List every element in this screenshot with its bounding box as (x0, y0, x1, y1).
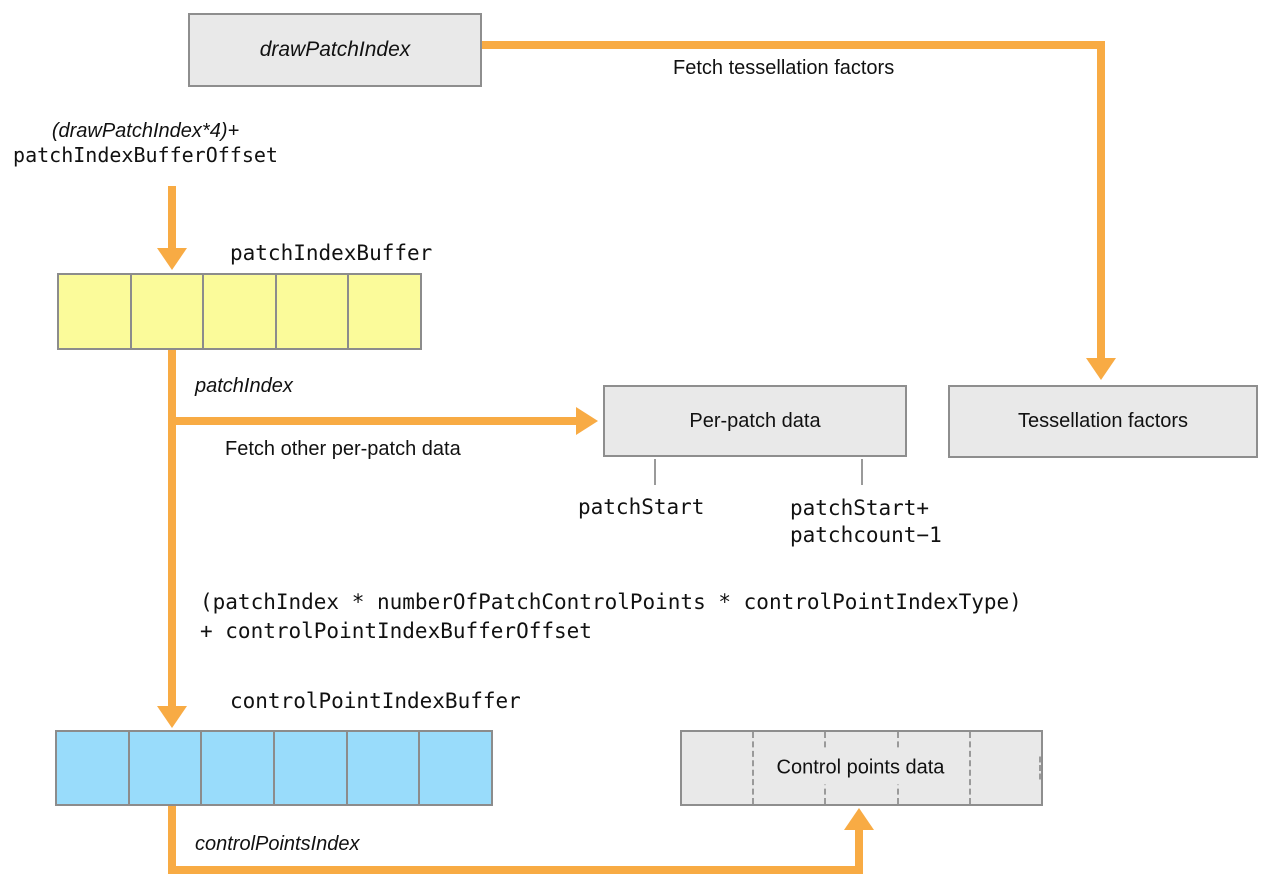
buffer-cell (202, 732, 276, 804)
buffer-cell (275, 732, 348, 804)
expression-control-point-line2: + controlPointIndexBufferOffset (200, 619, 592, 643)
label-patch-index-buffer: patchIndexBuffer (230, 241, 433, 265)
node-tessellation-factors: Tessellation factors (948, 385, 1258, 458)
expression-patch-offset-line1: (drawPatchIndex*4)+ (51, 120, 240, 142)
arrowhead-down-tessellation-icon (1086, 358, 1116, 380)
connector-offset-to-patch-buffer (168, 186, 176, 248)
buffer-cell (204, 275, 277, 348)
node-control-points-data: Control points data (680, 730, 1043, 806)
label-patch-end: patchStart+ patchcount−1 (790, 495, 942, 549)
node-tessellation-factors-label: Tessellation factors (1017, 410, 1189, 432)
arrowhead-up-control-points-icon (844, 808, 874, 830)
buffer-cell (899, 732, 971, 804)
buffer-cell (129, 732, 203, 804)
label-control-points-index: controlPointsIndex (195, 833, 360, 855)
connector-fetch-tessellation-vertical (1097, 41, 1105, 358)
node-control-points-data-label: Control points data (682, 750, 1041, 785)
buffer-cell (420, 732, 492, 804)
expression-control-point-offset: (patchIndex * numberOfPatchControlPoints… (200, 588, 1022, 646)
label-patch-end-line1: patchStart+ (790, 496, 930, 520)
connector-control-points-horizontal (168, 866, 863, 874)
node-per-patch-data: Per-patch data (603, 385, 907, 457)
buffer-cell (347, 732, 421, 804)
arrowhead-down-patch-buffer-icon (157, 248, 187, 270)
node-per-patch-data-label: Per-patch data (689, 409, 821, 432)
buffer-cell (59, 275, 132, 348)
node-draw-patch-index: drawPatchIndex (188, 13, 482, 87)
buffer-cell (349, 275, 420, 348)
expression-patch-offset: (drawPatchIndex*4)+ patchIndexBufferOffs… (8, 120, 283, 167)
tick-patch-end (861, 459, 863, 485)
buffer-cell (57, 732, 130, 804)
patch-index-buffer-array (57, 273, 422, 350)
label-fetch-per-patch: Fetch other per-patch data (225, 438, 461, 460)
label-fetch-tessellation: Fetch tessellation factors (673, 57, 895, 79)
connector-fetch-per-patch-horizontal (168, 417, 576, 425)
buffer-cell (276, 275, 350, 348)
arrowhead-down-control-buffer-icon (157, 706, 187, 728)
label-patch-start: patchStart (578, 495, 705, 519)
connector-control-points-down (168, 806, 176, 874)
expression-patch-offset-line2: patchIndexBufferOffset (13, 143, 278, 167)
buffer-cell (682, 732, 755, 804)
label-patch-index: patchIndex (195, 375, 293, 397)
connector-fetch-tessellation-horizontal (482, 41, 1105, 49)
connector-patch-index-vertical (168, 350, 176, 706)
arrowhead-right-per-patch-icon (576, 407, 598, 435)
buffer-cell (131, 275, 205, 348)
label-patch-end-line2: patchcount−1 (790, 523, 942, 547)
connector-control-points-up (855, 828, 863, 874)
label-control-point-index-buffer: controlPointIndexBuffer (230, 689, 521, 713)
tick-patch-start (654, 459, 656, 485)
control-point-index-buffer-array (55, 730, 493, 806)
expression-control-point-line1: (patchIndex * numberOfPatchControlPoints… (200, 590, 1022, 614)
node-draw-patch-index-label: drawPatchIndex (259, 38, 411, 61)
